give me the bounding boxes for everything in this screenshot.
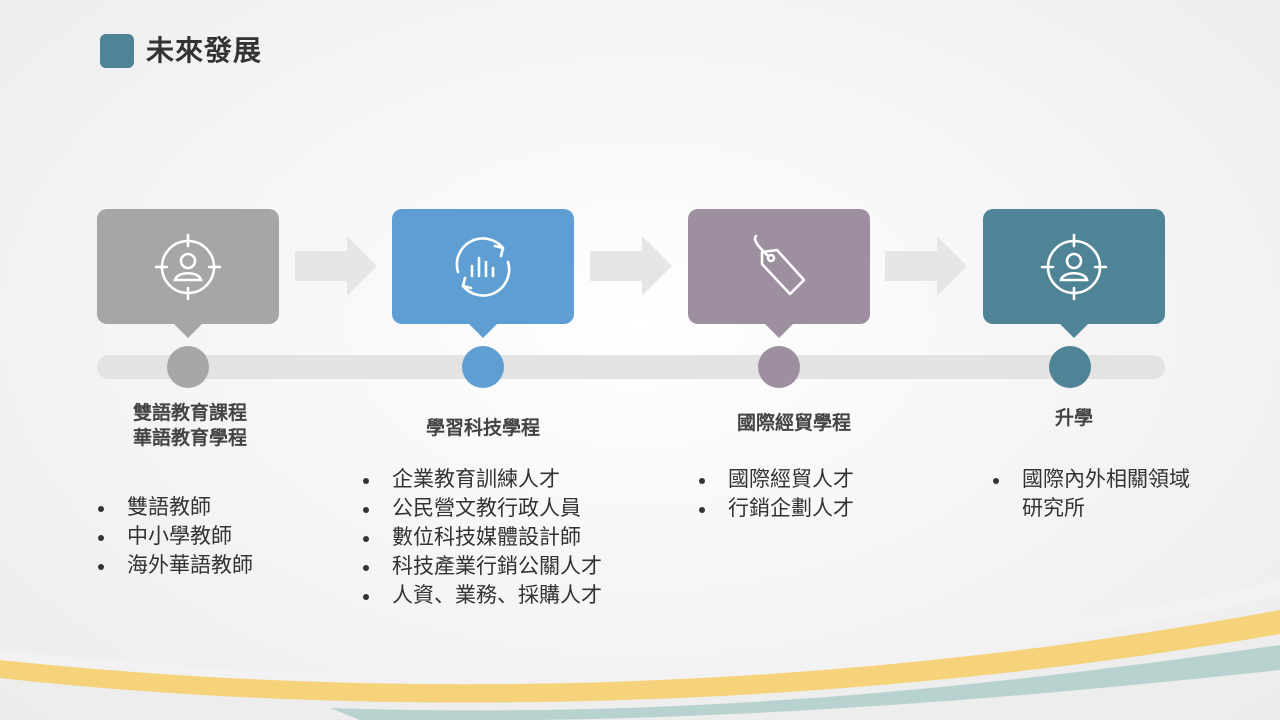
list-item: 企業教育訓練人才 <box>360 465 650 494</box>
timeline-dot <box>167 346 209 388</box>
stage-card-further-study <box>983 209 1165 338</box>
target-user-icon <box>154 233 222 300</box>
page-title: 未來發展 <box>146 34 263 67</box>
career-list: 企業教育訓練人才 公民營文教行政人員 數位科技媒體設計師 科技產業行銷公關人才 … <box>360 465 650 610</box>
stage-label: 國際經貿學程 <box>736 412 851 434</box>
timeline-dot <box>758 346 800 388</box>
timeline-dot <box>462 346 504 388</box>
career-list: 國際經貿人才 行銷企劃人才 <box>696 465 896 523</box>
list-item: 國際內外相關領域研究所 <box>990 465 1195 523</box>
arrow-right-icon <box>590 236 672 296</box>
list-item: 國際經貿人才 <box>696 465 896 494</box>
stage-card-bilingual <box>97 209 279 338</box>
list-item: 公民營文教行政人員 <box>360 494 650 523</box>
stage-label: 學習科技學程 <box>425 417 540 439</box>
list-item: 人資、業務、採購人才 <box>360 581 650 610</box>
stage-card-learning-tech <box>392 209 574 338</box>
list-item: 中小學教師 <box>95 522 295 551</box>
arrow-right-icon <box>885 236 967 296</box>
price-tag-icon <box>753 234 806 295</box>
list-item: 海外華語教師 <box>95 551 295 580</box>
timeline-dot <box>1049 346 1091 388</box>
career-list: 雙語教師 中小學教師 海外華語教師 <box>95 493 295 580</box>
stage-label: 升學 <box>1054 407 1093 429</box>
decorative-wave <box>0 580 1280 720</box>
list-item: 數位科技媒體設計師 <box>360 523 650 552</box>
stage-label: 雙語教育課程 華語教育學程 <box>132 402 247 449</box>
list-item: 雙語教師 <box>95 493 295 522</box>
stage-card-intl-trade <box>688 209 870 338</box>
refresh-chart-icon <box>455 236 511 297</box>
list-item: 行銷企劃人才 <box>696 494 896 523</box>
list-item: 科技產業行銷公關人才 <box>360 552 650 581</box>
timeline-track <box>97 355 1165 379</box>
target-user-icon <box>1040 233 1108 300</box>
arrow-right-icon <box>295 236 377 296</box>
career-list: 國際內外相關領域研究所 <box>990 465 1195 523</box>
title-accent-square <box>100 34 134 68</box>
